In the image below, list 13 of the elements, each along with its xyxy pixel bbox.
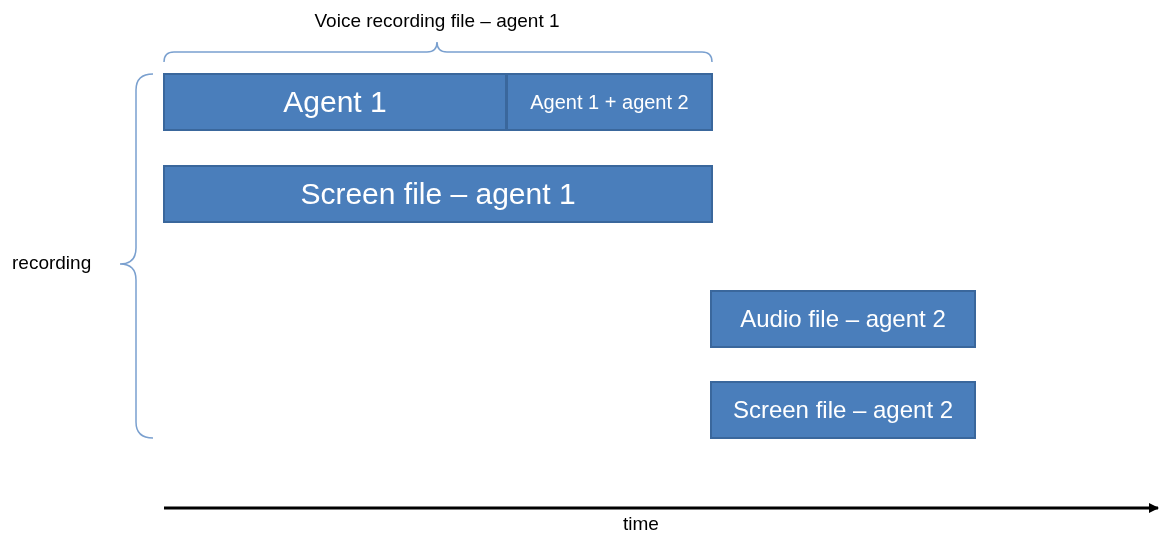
bar-label: Agent 1 + agent 2 <box>530 90 689 114</box>
bar-label: Agent 1 <box>283 85 387 119</box>
bracket-label: Voice recording file – agent 1 <box>314 10 560 32</box>
bar-label: Screen file – agent 1 <box>300 177 576 211</box>
bar-label: Audio file – agent 2 <box>740 305 946 333</box>
axis-label: time <box>623 513 659 535</box>
bracket-label: recording <box>12 252 92 274</box>
timeline-bar <box>163 165 713 223</box>
timeline-bar <box>506 73 713 131</box>
timeline-bar <box>710 290 976 348</box>
bar-label: Screen file – agent 2 <box>732 396 954 424</box>
timeline-bar <box>710 381 976 439</box>
timeline-bar <box>163 73 507 131</box>
